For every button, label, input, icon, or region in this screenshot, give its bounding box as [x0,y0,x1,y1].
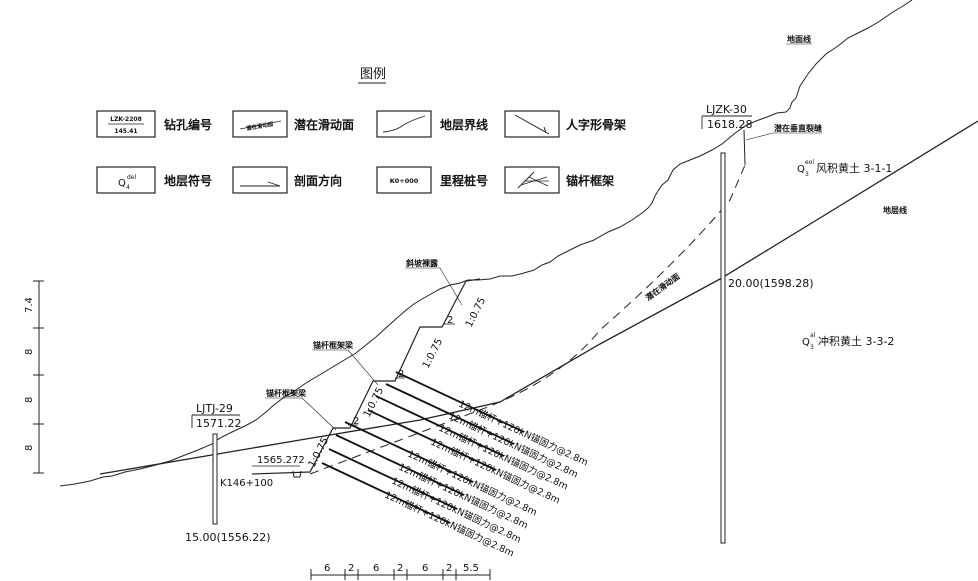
stratum-upper-label: Q eol 3 风积黄土 3-1-1 [797,159,892,178]
anchor-rod [344,421,474,483]
hdim-2: 2 [348,563,354,574]
legend-slip-symbol-text: 潜在滑动面 [245,120,274,133]
legend-stratum-symbol-base: Q [118,178,126,189]
legend-item-slip-surface: 潜在滑动面 潜在滑动面 [232,110,354,138]
legend-herringbone-label: 人字形骨架 [566,117,626,132]
legend-section-direction-label: 剖面方向 [294,173,342,188]
hdim-3: 6 [373,563,379,574]
legend-item-section-direction: 剖面方向 [232,166,342,194]
legend-chainage-symbol-text: K0+000 [390,177,419,185]
anchor-rods [321,371,525,524]
slope-ratio-label-2: 1:0.75 [362,386,386,420]
borehole-right-id: LJZK-30 [706,103,747,116]
hdim-5: 6 [422,563,428,574]
bench-label-1: 2 [353,416,359,427]
borehole-right-depth: 20.00(1598.28) [728,277,814,290]
anchor-frame-beam-label-upper: 锚杆框架梁 [313,340,354,350]
borehole-left-elevation: 1571.22 [196,417,242,430]
stratum-upper-name: 风积黄土 3-1-1 [816,161,892,175]
anchor-rod [335,434,465,496]
legend-borehole-label: 钻孔编号 [164,117,212,132]
bench-label-3: 2 [447,315,453,326]
hdim-6: 2 [446,563,452,574]
toe-ditch [292,470,302,478]
legend-item-borehole: LZK-2208 145.41 钻孔编号 [96,110,212,138]
vdim-4: 8 [24,445,35,451]
legend-borehole-symbol-top: LZK-2208 [110,116,142,123]
stratum-lower-sub: 3 [810,344,814,351]
stratum-upper-sup: eol [805,159,814,166]
stratum-line-label: 地层线 [883,205,907,215]
legend-title: 图例 [360,67,386,82]
anchor-rod [395,371,525,433]
vertical-crack-label: 潜在垂直裂缝 [774,123,822,133]
legend-item-chainage: K0+000 里程桩号 [376,166,488,194]
legend-stratum-symbol-sup: del [127,174,137,181]
horizontal-dimension: 6 2 6 2 6 2 5.5 [310,563,491,580]
hdim-7: 5.5 [463,563,479,574]
potential-vertical-crack [743,129,746,166]
legend-stratum-symbol-sub: 4 [126,184,130,191]
legend-item-stratum-symbol: Q del 4 地层符号 [96,166,212,194]
legend-item-anchor-frame: 锚杆框架 [504,166,614,194]
borehole-left: LJTJ-29 1571.22 15.00(1556.22) [185,402,271,544]
ground-line [59,0,913,487]
stratum-lower-label: Q al 3 冲积黄土 3-3-2 [802,332,894,351]
anchor-rod [375,395,505,457]
anchor-rod [328,448,458,510]
anchor-rod [321,462,451,524]
vertical-dimension: 7.4 8 8 8 [24,280,44,474]
legend-item-strata-line: 地层界线 [376,110,488,138]
slope-ratio-label-4: 1:0.75 [464,296,488,330]
slope-ratio-label-1: 1:0.75 [307,436,331,470]
toe-elevation-label: 1565.272 [257,455,305,466]
stratum-lower-name: 冲积黄土 3-3-2 [818,334,894,348]
potential-slip-surface [309,164,746,475]
legend-anchor-frame-label: 锚杆框架 [566,173,614,188]
hdim-1: 6 [324,563,330,574]
anchor-labels: 12m锚杆+120kN锚固力@2.8m12m锚杆+120kN锚固力@2.8m12… [383,398,590,560]
legend-item-herringbone: 人字形骨架 [504,110,626,138]
ground-line-label: 地面线 [787,34,811,44]
slope-protection-label: 斜坡裸露 [405,258,439,268]
legend-borehole-symbol-bottom: 145.41 [114,128,137,135]
legend-strata-label: 地层界线 [440,117,488,132]
borehole-left-id: LJTJ-29 [196,402,233,415]
anchor-frame-beam-label-lower: 锚杆框架梁 [266,388,307,398]
section-geometry: 2 2 2 1:0.75 1:0.75 1:0.75 1:0.75 12m锚杆+… [59,0,978,560]
stratum-lower-base: Q [802,337,810,348]
vdim-1: 7.4 [24,297,35,313]
vdim-2: 8 [24,349,35,355]
anchor-rod [385,383,515,445]
stratum-lower-sup: al [810,332,816,339]
borehole-left-depth: 15.00(1556.22) [185,531,271,544]
legend-chainage-label: 里程桩号 [440,173,488,188]
slope-ratio-label-3: 1:0.75 [421,337,445,371]
hdim-4: 2 [397,563,403,574]
legend-slip-label: 潜在滑动面 [294,117,354,132]
legend: 图例 LZK-2208 145.41 钻孔编号 潜在滑动面 潜在滑动面 地层界线… [96,67,626,194]
borehole-right-elevation: 1618.28 [707,118,753,131]
stratum-upper-base: Q [797,164,805,175]
vdim-3: 8 [24,397,35,403]
legend-stratum-label: 地层符号 [164,173,212,188]
slip-surface-label: 潜在滑动面 [643,271,681,303]
chainage-label: K146+100 [220,478,273,489]
stratum-upper-sub: 3 [805,171,809,178]
stratum-boundary-line [99,120,978,475]
cut-slope-profile [251,278,481,475]
anchor-rod [367,409,497,471]
borehole-right: LJZK-30 1618.28 20.00(1598.28) [701,103,814,544]
